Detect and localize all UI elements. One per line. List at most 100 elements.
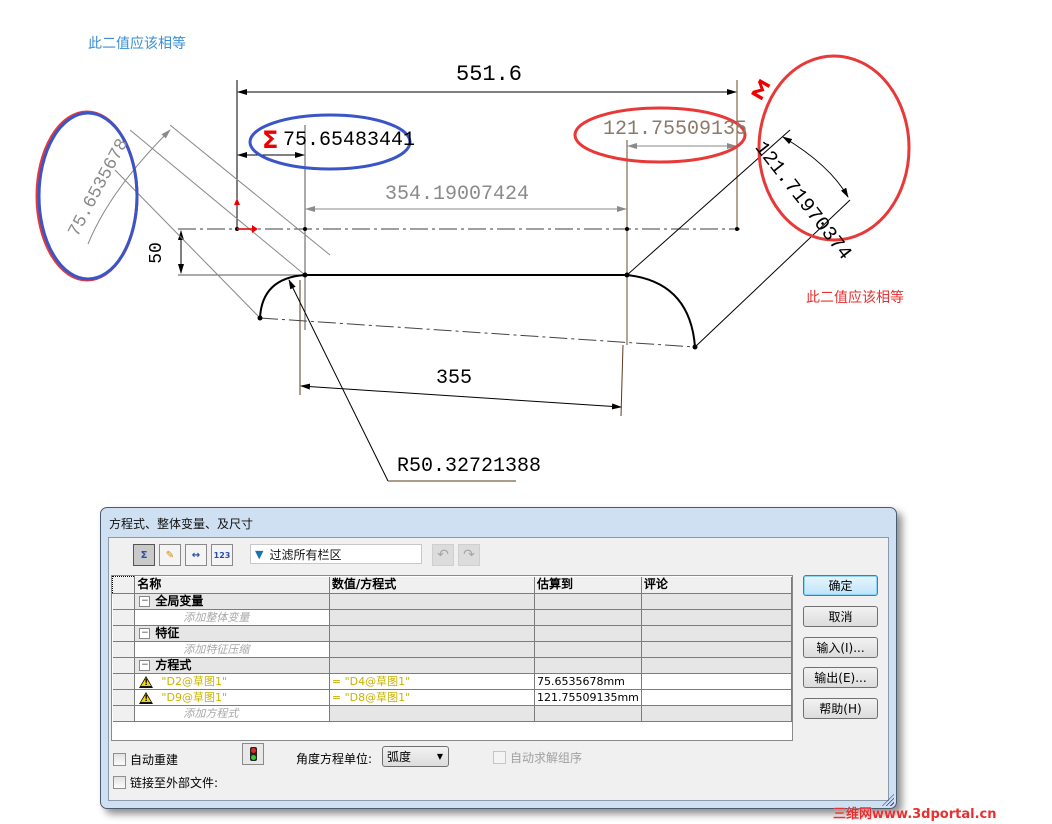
equations-dialog: 方程式、整体变量、及尺寸 Σ ✎ ↔ 123 ▼ 过滤所有栏区 ↶ ↷ [100, 507, 897, 809]
link-external-file-checkbox[interactable]: 链接至外部文件: [113, 774, 218, 791]
auto-rebuild-label: 自动重建 [130, 753, 179, 767]
row-selector[interactable] [112, 593, 136, 610]
dim-bottom[interactable]: 355 [436, 367, 473, 390]
add-feature-placeholder[interactable]: 添加特征压缩 [134, 641, 330, 658]
rebuild-status-button[interactable] [242, 743, 264, 765]
sketch-canvas: 此二值应该相等 此二值应该相等 551.6 Σ 75.65483441 121.… [35, 36, 911, 482]
cell [533, 593, 642, 610]
dim-d2-linked[interactable]: 75.65483441 [283, 129, 416, 152]
traffic-light-icon [249, 747, 257, 761]
equation-value[interactable]: = "D8@草图1" [331, 691, 411, 704]
add-feature-row[interactable]: 添加特征压缩 [112, 641, 792, 658]
header-evaluates[interactable]: 估算到 [533, 576, 642, 594]
select-all-cell[interactable] [112, 576, 136, 594]
ordered-view-button[interactable]: 123 [211, 544, 233, 566]
link-external-file-label: 链接至外部文件: [130, 776, 219, 790]
add-global-variable-row[interactable]: 添加整体变量 [112, 609, 792, 626]
row-selector[interactable] [112, 689, 136, 706]
sigma-icon: Σ [262, 126, 279, 154]
equation-evaluates: 75.6535678mm [533, 673, 642, 690]
dialog-client: Σ ✎ ↔ 123 ▼ 过滤所有栏区 ↶ ↷ 名称 数值/ [108, 537, 889, 801]
auto-rebuild-checkbox[interactable]: 自动重建 [113, 751, 178, 768]
equation-name[interactable]: "D9@草图1" [161, 691, 228, 704]
dim-radius[interactable]: R50.32721388 [397, 455, 542, 478]
undo-button[interactable]: ↶ [432, 544, 454, 566]
collapse-icon[interactable]: − [139, 596, 151, 607]
filter-placeholder: 过滤所有栏区 [269, 547, 342, 562]
equation-comment[interactable] [640, 673, 792, 690]
header-comment[interactable]: 评论 [640, 576, 792, 594]
cell [533, 625, 642, 642]
cell [328, 609, 535, 626]
dialog-title: 方程式、整体变量、及尺寸 [109, 517, 254, 531]
cell [328, 705, 535, 722]
row-selector[interactable] [112, 657, 136, 674]
table-row[interactable]: "D2@草图1" = "D4@草图1" 75.6535678mm [112, 673, 792, 690]
equation-value[interactable]: = "D4@草图1" [331, 675, 411, 688]
angle-unit-label: 角度方程单位: [296, 752, 373, 766]
help-button[interactable]: 帮助(H) [803, 698, 878, 719]
group-row-features[interactable]: −特征 [112, 625, 792, 642]
header-name[interactable]: 名称 [134, 576, 330, 594]
dim-inner-width[interactable]: 354.19007424 [385, 183, 530, 206]
equations-table: 名称 数值/方程式 估算到 评论 −全局变量 添加整体变量 [111, 575, 793, 741]
dim-d9-driven[interactable]: 121.75509135 [603, 118, 748, 141]
cell [640, 593, 792, 610]
equation-name[interactable]: "D2@草图1" [161, 675, 228, 688]
angle-unit-select[interactable]: 弧度 ▼ [382, 746, 449, 767]
dim-overall-width[interactable]: 551.6 [456, 62, 523, 87]
annotation-blue: 此二值应该相等 [88, 36, 186, 52]
sigma-filter-icon: Σ [140, 549, 148, 561]
equation-evaluates: 121.75509135mm [533, 689, 642, 706]
add-global-variable-placeholder[interactable]: 添加整体变量 [134, 609, 330, 626]
filter-input[interactable]: ▼ 过滤所有栏区 [250, 544, 422, 564]
cell [533, 657, 642, 674]
cell [533, 641, 642, 658]
dropdown-arrow-icon: ▼ [436, 752, 443, 761]
cell [640, 625, 792, 642]
group-label: 全局变量 [155, 594, 204, 609]
row-selector[interactable] [112, 641, 136, 658]
cell [640, 705, 792, 722]
table-row[interactable]: "D9@草图1" = "D8@草图1" 121.75509135mm [112, 689, 792, 706]
angle-unit-value: 弧度 [387, 750, 412, 764]
sketch-drawing [35, 54, 911, 482]
cancel-button[interactable]: 取消 [803, 606, 878, 627]
group-row-equations[interactable]: −方程式 [112, 657, 792, 674]
equation-view-button[interactable]: Σ [133, 544, 155, 566]
header-value[interactable]: 数值/方程式 [328, 576, 535, 594]
import-button[interactable]: 输入(I)... [803, 637, 878, 658]
cell [533, 705, 642, 722]
warning-icon [139, 675, 154, 688]
row-selector[interactable] [112, 705, 136, 722]
cell [328, 657, 535, 674]
row-selector[interactable] [112, 673, 136, 690]
dimension-filter-icon: ↔ [191, 549, 201, 561]
group-row-global-variables[interactable]: −全局变量 [112, 593, 792, 610]
group-label: 特征 [155, 626, 180, 641]
dim-height[interactable]: 50 [146, 242, 167, 264]
export-button[interactable]: 输出(E)... [803, 667, 878, 688]
checkbox-box[interactable] [113, 776, 126, 789]
checkbox-box[interactable] [113, 753, 126, 766]
pencil-filter-icon: ✎ [165, 549, 175, 561]
cell [640, 657, 792, 674]
warning-icon [139, 691, 154, 704]
row-selector[interactable] [112, 609, 136, 626]
ok-button[interactable]: 确定 [803, 575, 878, 596]
collapse-icon[interactable]: − [139, 628, 151, 639]
sketch-equation-view-button[interactable]: ✎ [159, 544, 181, 566]
table-header-row: 名称 数值/方程式 估算到 评论 [112, 576, 792, 594]
dimension-view-button[interactable]: ↔ [185, 544, 207, 566]
add-equation-row[interactable]: 添加方程式 [112, 705, 792, 722]
equation-comment[interactable] [640, 689, 792, 706]
add-equation-placeholder[interactable]: 添加方程式 [134, 705, 330, 722]
auto-solve-order-checkbox[interactable]: 自动求解组序 [493, 749, 582, 766]
watermark: 三维网www.3dportal.cn [833, 807, 997, 822]
checkbox-box[interactable] [493, 751, 506, 764]
cell [533, 609, 642, 626]
collapse-icon[interactable]: − [139, 660, 151, 671]
redo-button[interactable]: ↷ [458, 544, 480, 566]
cell [640, 641, 792, 658]
row-selector[interactable] [112, 625, 136, 642]
